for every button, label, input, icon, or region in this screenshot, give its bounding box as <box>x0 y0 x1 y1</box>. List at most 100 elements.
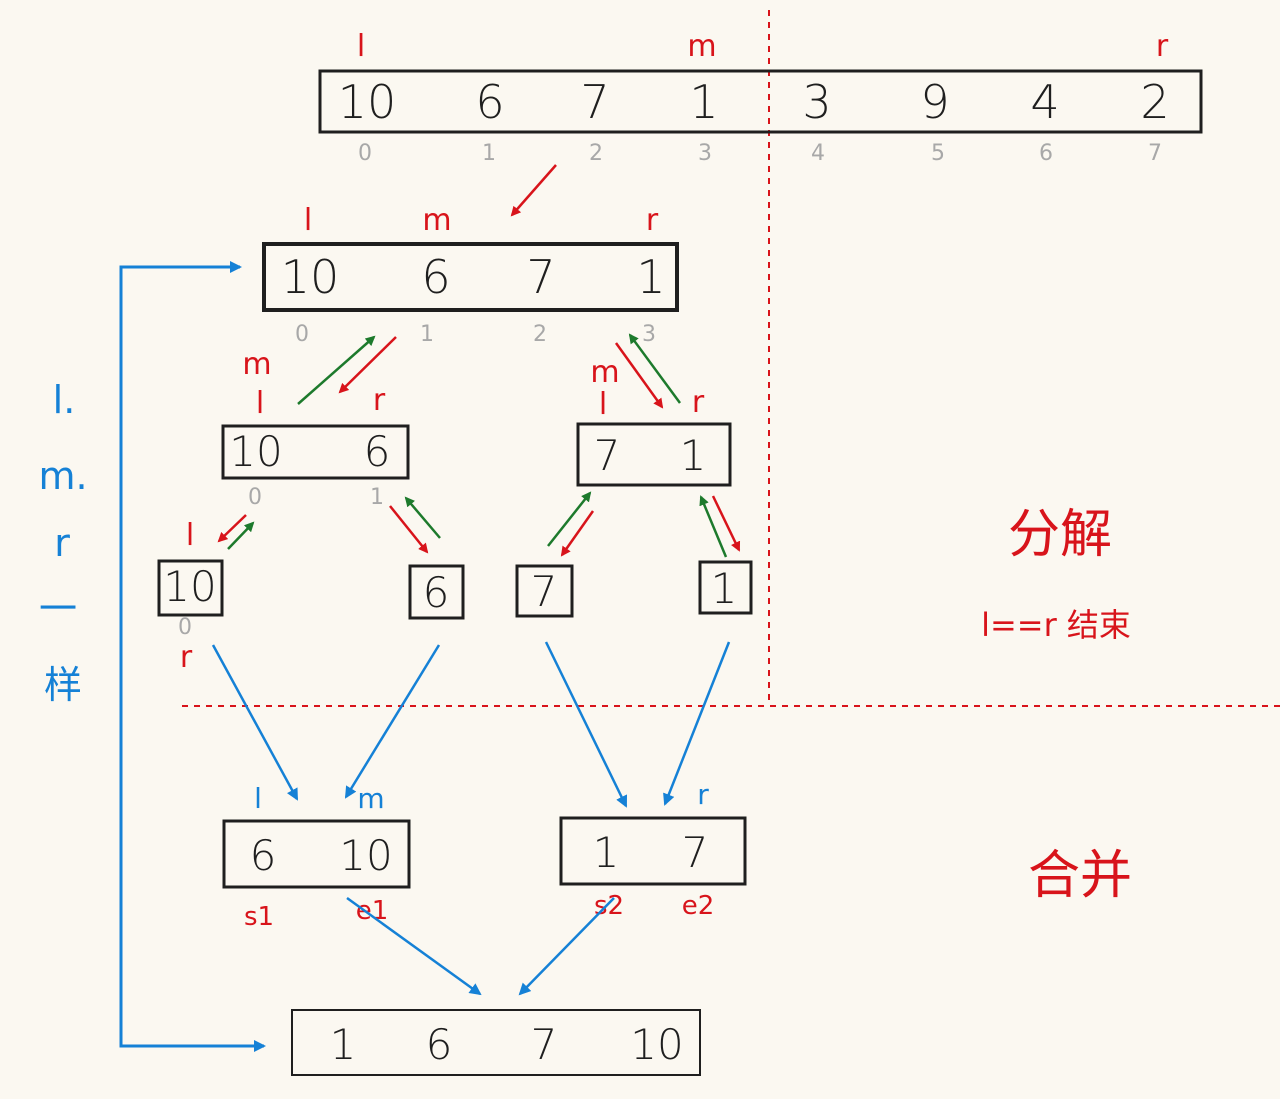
merged-b-label-r: r <box>697 778 709 811</box>
top-index-4: 4 <box>811 141 825 166</box>
left-half-box <box>262 242 679 312</box>
pair-a-pointer-m: m <box>242 347 271 382</box>
half-cell-1: 6 <box>421 250 450 304</box>
half-pointer-l: l <box>304 203 312 238</box>
merge-arrow-final-right <box>518 897 615 996</box>
top-cell-6: 4 <box>1030 75 1059 129</box>
pair-a-cell-0: 10 <box>229 427 282 476</box>
split-arrow-half-left <box>338 336 397 394</box>
top-pointer-l: l <box>357 29 365 64</box>
half-pointer-r: r <box>646 203 659 238</box>
return-arrow-a-left <box>227 521 255 550</box>
half-index-0: 0 <box>295 322 309 347</box>
merged-a-label-l: l <box>254 782 262 815</box>
top-cell-0: 10 <box>338 75 397 129</box>
merged-a-cell-0: 6 <box>250 831 277 880</box>
top-pointer-r: r <box>1156 29 1169 64</box>
merged-a-label-s1: s1 <box>244 902 274 932</box>
merged-b-box <box>559 816 747 886</box>
side-note-3: 一 <box>39 587 77 631</box>
decompose-label: 分解 <box>1008 505 1112 565</box>
pair-a-index-0: 0 <box>248 485 262 510</box>
return-arrow-half-left <box>297 335 376 405</box>
single-2-box <box>515 564 574 618</box>
pair-a-box <box>221 424 410 480</box>
return-arrow-b-right <box>699 495 728 558</box>
pair-b-pointer-r: r <box>692 385 705 420</box>
split-arrow-top <box>510 164 557 217</box>
single-0-box <box>157 559 224 617</box>
result-box <box>291 1009 701 1076</box>
half-index-1: 1 <box>420 322 434 347</box>
merge-arrow-3 <box>663 641 731 806</box>
pair-a-cell-1: 6 <box>364 427 391 476</box>
single-0-value: 10 <box>163 562 216 611</box>
top-index-1: 1 <box>482 141 496 166</box>
single-0-pointer-l: l <box>186 518 194 553</box>
merged-a-label-e1: e1 <box>356 896 389 926</box>
top-array-indices: 0 1 2 3 4 5 6 7 <box>358 141 1162 166</box>
side-note-0: l. <box>53 378 76 422</box>
single-2-value: 7 <box>531 567 558 616</box>
top-cell-4: 3 <box>802 75 831 129</box>
side-note-4: 样 <box>44 663 82 707</box>
half-cell-2: 7 <box>526 250 555 304</box>
top-index-2: 2 <box>589 141 603 166</box>
single-1-value: 6 <box>423 568 450 617</box>
top-pointer-m: m <box>687 29 716 64</box>
split-arrow-b-right <box>711 495 741 552</box>
merge-arrow-2 <box>544 641 628 808</box>
half-index-3: 3 <box>642 322 656 347</box>
single-0-index: 0 <box>178 615 192 640</box>
merge-arrow-final-left <box>346 896 482 996</box>
single-1-box <box>408 564 465 620</box>
half-index-2: 2 <box>533 322 547 347</box>
merge-arrow-1 <box>344 644 441 799</box>
merged-a-box <box>222 819 411 889</box>
split-arrow-half-right <box>614 342 664 409</box>
single-3-value: 1 <box>711 564 738 613</box>
pair-b-cell-1: 1 <box>680 431 707 480</box>
return-arrow-half-right <box>628 333 682 404</box>
merged-b-cell-0: 1 <box>593 828 620 877</box>
pair-a-index-1: 1 <box>370 485 384 510</box>
merged-a-label-m: m <box>357 782 384 815</box>
top-cell-2: 7 <box>580 75 609 129</box>
top-cell-1: 6 <box>475 75 504 129</box>
result-cell-0: 1 <box>330 1020 357 1069</box>
result-cell-1: 6 <box>426 1020 453 1069</box>
pair-b-pointer-l: l <box>599 387 607 422</box>
merged-b-cell-1: 7 <box>682 828 709 877</box>
top-index-5: 5 <box>931 141 945 166</box>
pair-b-pointer-m: m <box>590 355 619 390</box>
side-note-2: r <box>54 521 70 565</box>
split-arrow-a-right <box>389 505 429 554</box>
single-0-pointer-r: r <box>180 640 193 675</box>
result-cell-2: 7 <box>531 1020 558 1069</box>
pair-b-box <box>576 422 732 487</box>
top-cell-5: 9 <box>920 75 949 129</box>
side-note-1: m. <box>38 454 87 498</box>
left-half-cells: 10 6 7 1 <box>281 250 666 304</box>
top-cell-3: 1 <box>689 75 718 129</box>
top-index-6: 6 <box>1039 141 1053 166</box>
merged-b-label-e2: e2 <box>682 891 715 921</box>
end-condition-label: l==r 结束 <box>981 606 1131 644</box>
pair-b-cell-0: 7 <box>594 431 621 480</box>
split-arrow-b-left <box>560 510 595 557</box>
merged-b-label-s2: s2 <box>594 891 624 921</box>
merge-label: 合并 <box>1028 846 1132 906</box>
split-arrow-a-left <box>217 514 247 543</box>
merged-a-cell-1: 10 <box>339 831 392 880</box>
top-index-3: 3 <box>698 141 712 166</box>
merge-arrow-0 <box>211 644 299 801</box>
half-cell-3: 1 <box>636 250 665 304</box>
top-array-cells: 10 6 7 1 3 9 4 2 <box>338 75 1170 129</box>
top-index-0: 0 <box>358 141 372 166</box>
single-3-box <box>698 560 753 615</box>
half-pointer-m: m <box>422 203 451 238</box>
pair-a-pointer-r: r <box>373 383 386 418</box>
side-bracket <box>119 265 262 1048</box>
top-index-7: 7 <box>1148 141 1162 166</box>
